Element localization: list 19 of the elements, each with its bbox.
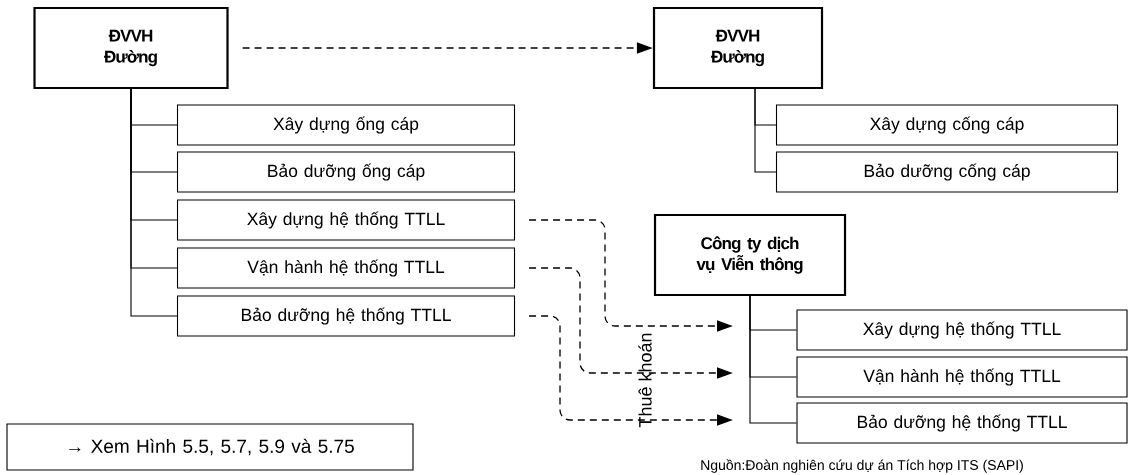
task-box: Bảo dưỡng hệ thống TTLL [176, 295, 516, 337]
task-box: Vận hành hệ thống TTLL [176, 247, 516, 289]
task-box: Xây dựng cống cáp [775, 104, 1119, 146]
task-box: Bảo dưỡng hệ thống TTLL [796, 402, 1128, 444]
connector-line [749, 295, 797, 424]
task-box: Bảo dưỡng ống cáp [176, 151, 516, 193]
rotated-label: Thuê khoán [638, 333, 652, 428]
task-box: Xây dựng hệ thống TTLL [796, 309, 1128, 351]
task-box: Vận hành hệ thống TTLL [796, 356, 1128, 398]
task-box: Bảo dưỡng cống cáp [775, 151, 1119, 193]
organization-box: Công ty dịch vụ Viễn thông [653, 213, 847, 297]
organization-box: ĐVVH Đường [652, 6, 824, 90]
note-box: → Xem Hình 5.5, 5.7, 5.9 và 5.75 [6, 423, 414, 471]
connector-line [754, 88, 777, 173]
task-box: Xây dựng ống cáp [176, 104, 516, 146]
organization-box: ĐVVH Đường [33, 6, 229, 90]
connector-line [130, 88, 178, 317]
source-caption: Nguồn:Đoàn nghiên cứu dự án Tích hợp ITS (SAPI) [701, 459, 1023, 473]
task-box: Xây dựng hệ thống TTLL [176, 199, 516, 241]
